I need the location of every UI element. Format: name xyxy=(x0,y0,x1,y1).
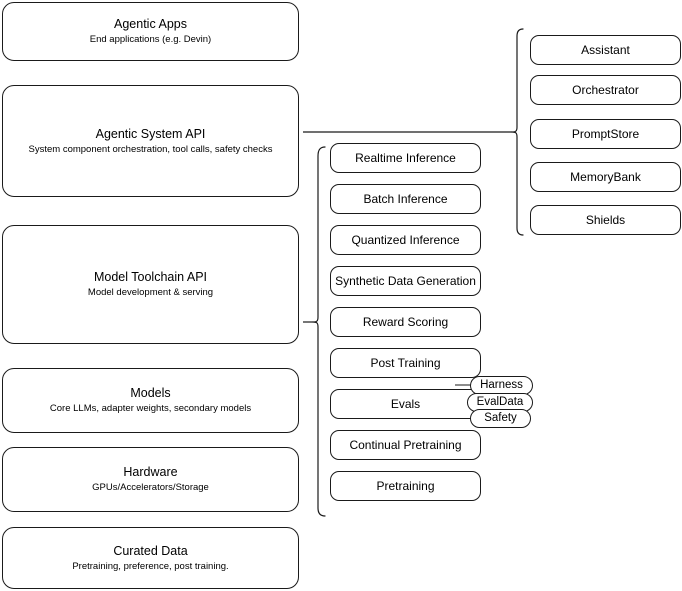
layer-title: Models xyxy=(130,386,171,400)
component-label: Quantized Inference xyxy=(351,233,460,247)
component-box-realtime-inference[interactable]: Realtime Inference xyxy=(330,143,481,173)
component-box-synthetic-data-generation[interactable]: Synthetic Data Generation xyxy=(330,266,481,296)
component-label: Shields xyxy=(585,213,626,227)
component-label: Post Training xyxy=(370,356,441,370)
component-label: Reward Scoring xyxy=(362,315,449,329)
component-box-memorybank[interactable]: MemoryBank xyxy=(530,162,681,192)
eval-tag-label: EvalData xyxy=(476,396,524,408)
layer-title: Hardware xyxy=(123,465,178,479)
eval-tag-harness[interactable]: Harness xyxy=(470,376,533,395)
component-label: Batch Inference xyxy=(363,192,448,206)
brace-toolchain-components xyxy=(312,146,326,517)
layer-box-hardware[interactable]: Hardware GPUs/Accelerators/Storage xyxy=(2,447,299,512)
component-label: Realtime Inference xyxy=(355,151,456,165)
component-box-promptstore[interactable]: PromptStore xyxy=(530,119,681,149)
layer-subtitle: Model development & serving xyxy=(87,287,214,298)
layer-title: Agentic Apps xyxy=(114,17,187,31)
component-label: Synthetic Data Generation xyxy=(335,274,476,288)
component-label: PromptStore xyxy=(571,127,640,141)
eval-tag-label: Safety xyxy=(484,412,517,424)
component-box-post-training[interactable]: Post Training xyxy=(330,348,481,378)
brace-system-components xyxy=(511,28,524,236)
eval-tag-safety[interactable]: Safety xyxy=(470,409,531,428)
component-box-shields[interactable]: Shields xyxy=(530,205,681,235)
layer-subtitle: Pretraining, preference, post training. xyxy=(72,560,229,572)
layer-box-model-toolchain-api[interactable]: Model Toolchain API Model development & … xyxy=(2,225,299,344)
layer-subtitle: Core LLMs, adapter weights, secondary mo… xyxy=(49,403,252,414)
component-label: Pretraining xyxy=(376,479,435,493)
layer-title: Curated Data xyxy=(113,543,188,558)
component-box-reward-scoring[interactable]: Reward Scoring xyxy=(330,307,481,337)
component-label: Continual Pretraining xyxy=(349,438,462,452)
component-label: Orchestrator xyxy=(572,83,639,97)
component-label: Assistant xyxy=(581,43,630,57)
component-box-batch-inference[interactable]: Batch Inference xyxy=(330,184,481,214)
eval-tag-label: Harness xyxy=(480,379,523,391)
layer-box-agentic-apps[interactable]: Agentic Apps End applications (e.g. Devi… xyxy=(2,2,299,61)
layer-box-curated-data[interactable]: Curated Data Pretraining, preference, po… xyxy=(2,527,299,589)
layer-subtitle: System component orchestration, tool cal… xyxy=(28,143,273,155)
component-label: MemoryBank xyxy=(570,170,641,184)
layer-subtitle: GPUs/Accelerators/Storage xyxy=(92,482,209,493)
component-box-pretraining[interactable]: Pretraining xyxy=(330,471,481,501)
component-box-quantized-inference[interactable]: Quantized Inference xyxy=(330,225,481,255)
layer-subtitle: End applications (e.g. Devin) xyxy=(89,34,212,45)
component-box-continual-pretraining[interactable]: Continual Pretraining xyxy=(330,430,481,460)
component-box-orchestrator[interactable]: Orchestrator xyxy=(530,75,681,105)
component-box-evals[interactable]: Evals xyxy=(330,389,481,419)
component-label: Evals xyxy=(390,397,421,411)
component-box-assistant[interactable]: Assistant xyxy=(530,35,681,65)
layer-title: Agentic System API xyxy=(95,126,206,141)
layer-box-models[interactable]: Models Core LLMs, adapter weights, secon… xyxy=(2,368,299,433)
layer-title: Model Toolchain API xyxy=(93,270,208,284)
layer-box-agentic-system-api[interactable]: Agentic System API System component orch… xyxy=(2,85,299,197)
